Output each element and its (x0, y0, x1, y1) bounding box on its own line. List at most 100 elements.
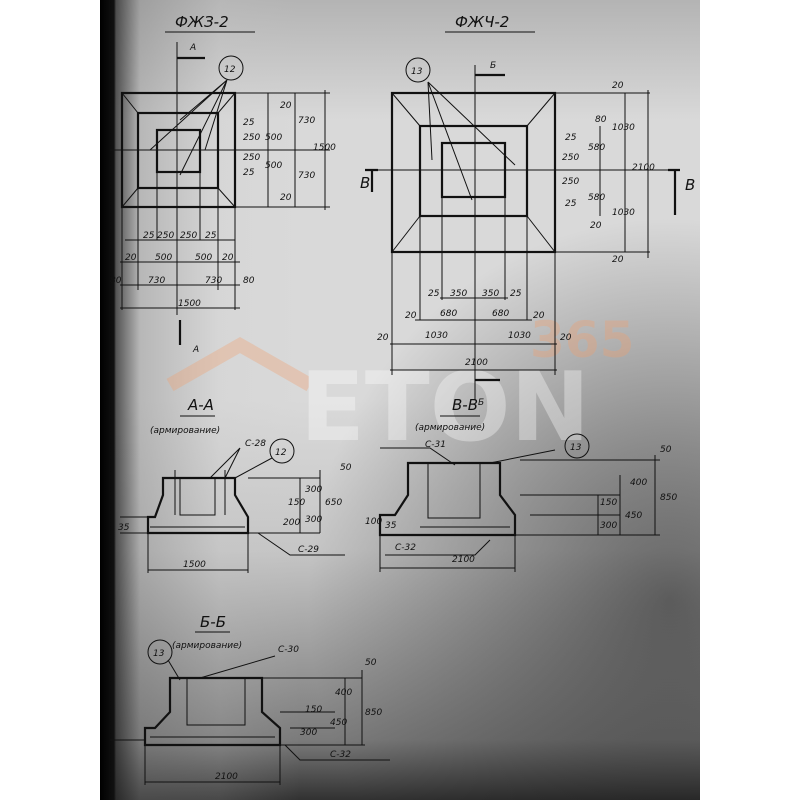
dim: 20 (405, 311, 417, 321)
dim: 25 (428, 289, 440, 299)
dim-total: 2100 (465, 358, 488, 368)
dim: 25 (205, 231, 217, 241)
callout-12: 12 (224, 65, 236, 75)
plan-title: ФЖЗ-2 (175, 13, 229, 31)
plan-title: ФЖЧ-2 (455, 13, 509, 31)
label-c31: С-31 (425, 440, 446, 450)
watermark-365: 365 (530, 311, 634, 369)
dim: 25 (143, 231, 155, 241)
section-mark: Б (478, 398, 484, 408)
label-c29: С-29 (298, 545, 319, 555)
section-v-v: В-В (армирование) С-31 13 С-32 2100 50 4… (365, 396, 677, 572)
section-a-a: А-А (армирование) С-28 12 1500 С-29 50 3… (118, 396, 352, 573)
label-c32: С-32 (330, 750, 351, 760)
dim: 20 (125, 253, 137, 263)
dim: 20 (280, 101, 292, 111)
dim: 250 (157, 231, 174, 241)
dim-width: 2100 (452, 555, 475, 565)
section-subtitle: (армирование) (415, 423, 485, 433)
section-title: А-А (187, 396, 214, 414)
dim: 680 (440, 309, 457, 319)
dim: 1030 (612, 123, 635, 133)
dim: 450 (625, 511, 642, 521)
dim: 250 (180, 231, 197, 241)
label-c28: С-28 (245, 439, 266, 449)
dim: 500 (195, 253, 212, 263)
section-b-b: Б-Б (армирование) 13 С-30 С-32 2100 50 4… (110, 613, 390, 785)
dim: 20 (612, 255, 624, 265)
dim: 150 (305, 705, 322, 715)
dim: 80 (595, 115, 607, 125)
dim: 200 (283, 518, 300, 528)
dim: 680 (492, 309, 509, 319)
dim: 20 (533, 311, 545, 321)
plan-fzh4-2: ФЖЧ-2 Б 13 В В 20 1030 1030 20 80 580 58… (360, 13, 695, 408)
dim: 20 (590, 221, 602, 231)
dim: 1030 (425, 331, 448, 341)
dim: 25 (243, 118, 255, 128)
dim: 35 (118, 523, 130, 533)
dim: 80 (110, 276, 122, 286)
section-mark: Б (490, 61, 496, 71)
dim: 25 (565, 199, 577, 209)
dim: 250 (243, 153, 260, 163)
dim: 650 (325, 498, 342, 508)
dim: 500 (155, 253, 172, 263)
dim: 1030 (612, 208, 635, 218)
dim: 400 (630, 478, 647, 488)
callout: 12 (275, 448, 287, 458)
dim: 25 (243, 168, 255, 178)
plan-fzh3-2: ФЖЗ-2 А 12 20 730 730 20 500 500 25 250 … (110, 13, 336, 355)
dim: 25 (565, 133, 577, 143)
dim: 500 (265, 133, 282, 143)
section-title: Б-Б (200, 613, 226, 631)
side-mark: В (685, 176, 695, 194)
dim-width: 1500 (183, 560, 206, 570)
dim: 50 (365, 658, 377, 668)
dim: 300 (305, 515, 322, 525)
callout: 13 (153, 649, 165, 659)
dim-total: 1500 (178, 299, 201, 309)
dim: 250 (562, 177, 579, 187)
dim: 450 (330, 718, 347, 728)
label-c32: С-32 (395, 543, 416, 553)
dim: 300 (305, 485, 322, 495)
dim: 20 (560, 333, 572, 343)
dim: 850 (660, 493, 677, 503)
dim: 2100 (632, 163, 655, 173)
dim: 150 (600, 498, 617, 508)
dim: 580 (588, 143, 605, 153)
dim: 730 (148, 276, 165, 286)
dim: 400 (335, 688, 352, 698)
dim: 100 (365, 517, 382, 527)
dim: 350 (482, 289, 499, 299)
section-title: В-В (452, 396, 478, 414)
section-mark: А (189, 43, 196, 53)
dim: 250 (243, 133, 260, 143)
section-mark: А (192, 345, 199, 355)
dim: 730 (205, 276, 222, 286)
dim: 25 (510, 289, 522, 299)
dim: 20 (280, 193, 292, 203)
callout-13: 13 (411, 67, 423, 77)
dim: 80 (243, 276, 255, 286)
dim: 50 (660, 445, 672, 455)
callout: 13 (570, 443, 582, 453)
dim: 50 (340, 463, 352, 473)
watermark-logo: 365 ETON (166, 311, 634, 463)
dim: 20 (377, 333, 389, 343)
side-mark: В (360, 174, 370, 192)
dim: 1500 (313, 143, 336, 153)
dim: 250 (562, 153, 579, 163)
dim: 500 (265, 161, 282, 171)
dim: 730 (298, 116, 315, 126)
dim: 850 (365, 708, 382, 718)
dim: 300 (600, 521, 617, 531)
dim: 730 (298, 171, 315, 181)
dim: 1030 (508, 331, 531, 341)
section-subtitle: (армирование) (172, 641, 242, 651)
dim: 580 (588, 193, 605, 203)
watermark-eton: ETON (300, 353, 590, 463)
